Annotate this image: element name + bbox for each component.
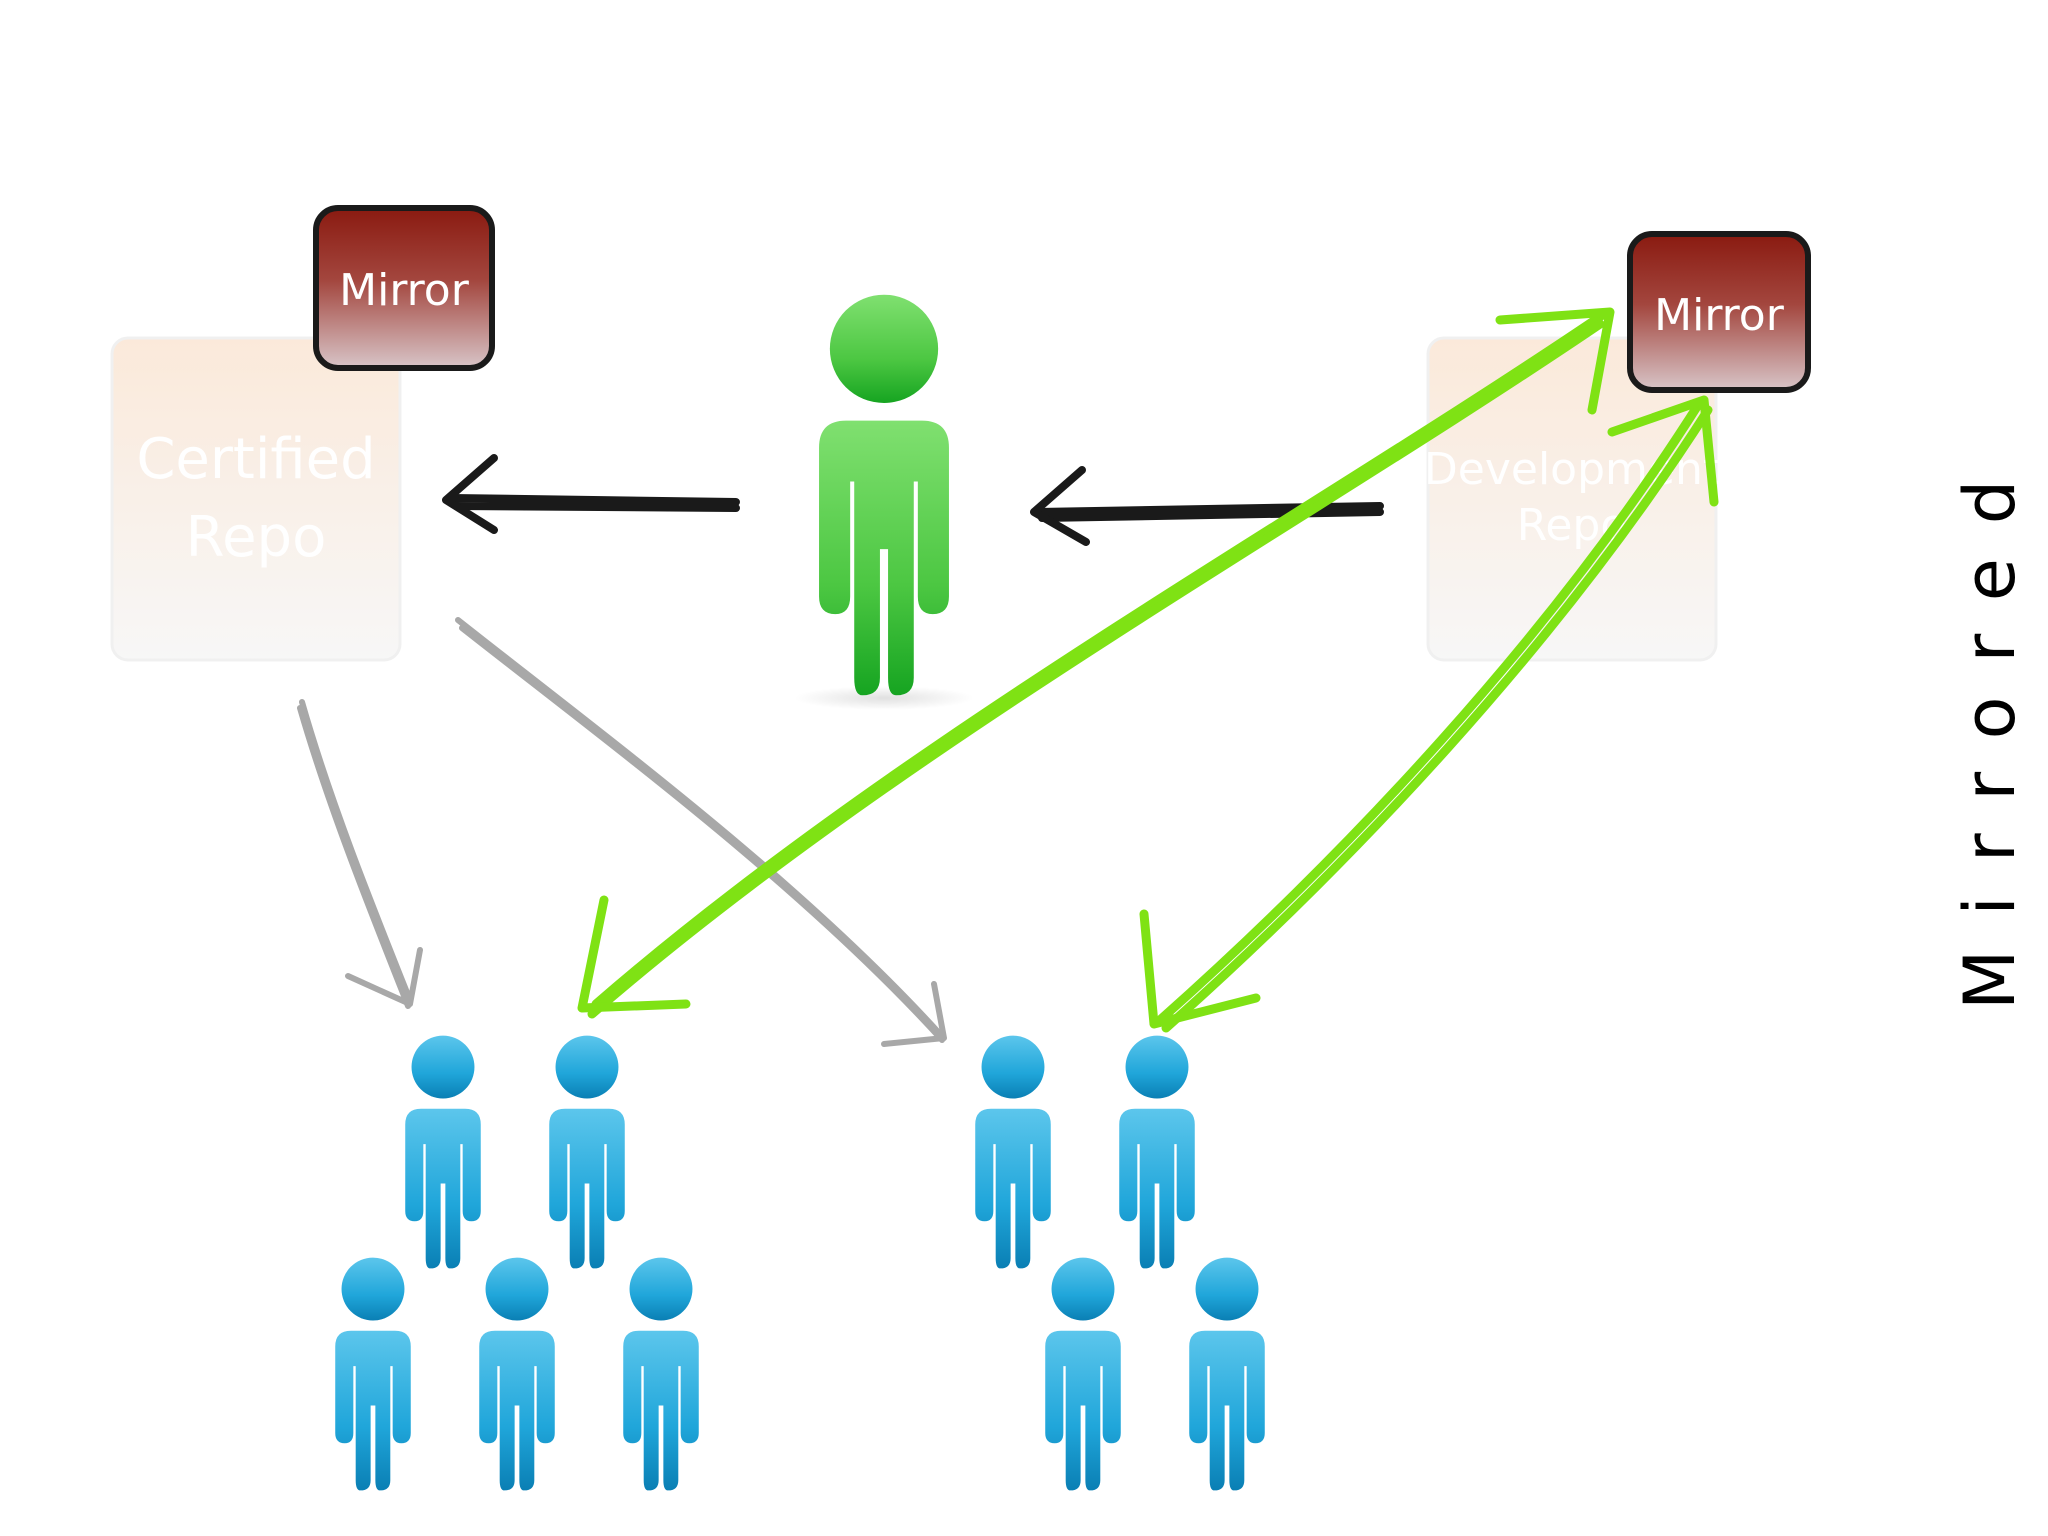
certified-mirror-label: Mirror [339, 265, 470, 316]
team-right [975, 1035, 1265, 1491]
person-icon [1045, 1257, 1121, 1491]
person-icon [975, 1035, 1051, 1269]
certified-repo-label-line2: Repo [186, 505, 327, 570]
person-icon [623, 1257, 699, 1491]
person-icon [549, 1035, 625, 1269]
certified-repo-label-line1: Certified [136, 427, 375, 492]
arrow-person-to-certified [442, 454, 740, 534]
certified-repo: Certified Repo [110, 336, 402, 662]
team-left [335, 1035, 699, 1491]
person-icon [819, 294, 949, 696]
certified-mirror-badge: Mirror [313, 205, 495, 371]
central-developer [794, 294, 974, 710]
person-icon [405, 1035, 481, 1269]
arrow-certified-to-team-left [297, 699, 423, 1009]
arrow-certified-to-team-right [455, 617, 947, 1047]
person-icon [335, 1257, 411, 1491]
arrow-mirror-to-team-right [1139, 395, 1719, 1033]
person-icon [1189, 1257, 1265, 1491]
development-mirror-badge: Mirror [1627, 231, 1811, 393]
person-icon [1119, 1035, 1195, 1269]
development-mirror-label: Mirror [1654, 290, 1785, 341]
arrow-mirror-to-team-left [577, 307, 1615, 1019]
slide-title: Mirrored [1949, 445, 2031, 1010]
arrow-development-to-person [1030, 466, 1384, 546]
person-icon [479, 1257, 555, 1491]
